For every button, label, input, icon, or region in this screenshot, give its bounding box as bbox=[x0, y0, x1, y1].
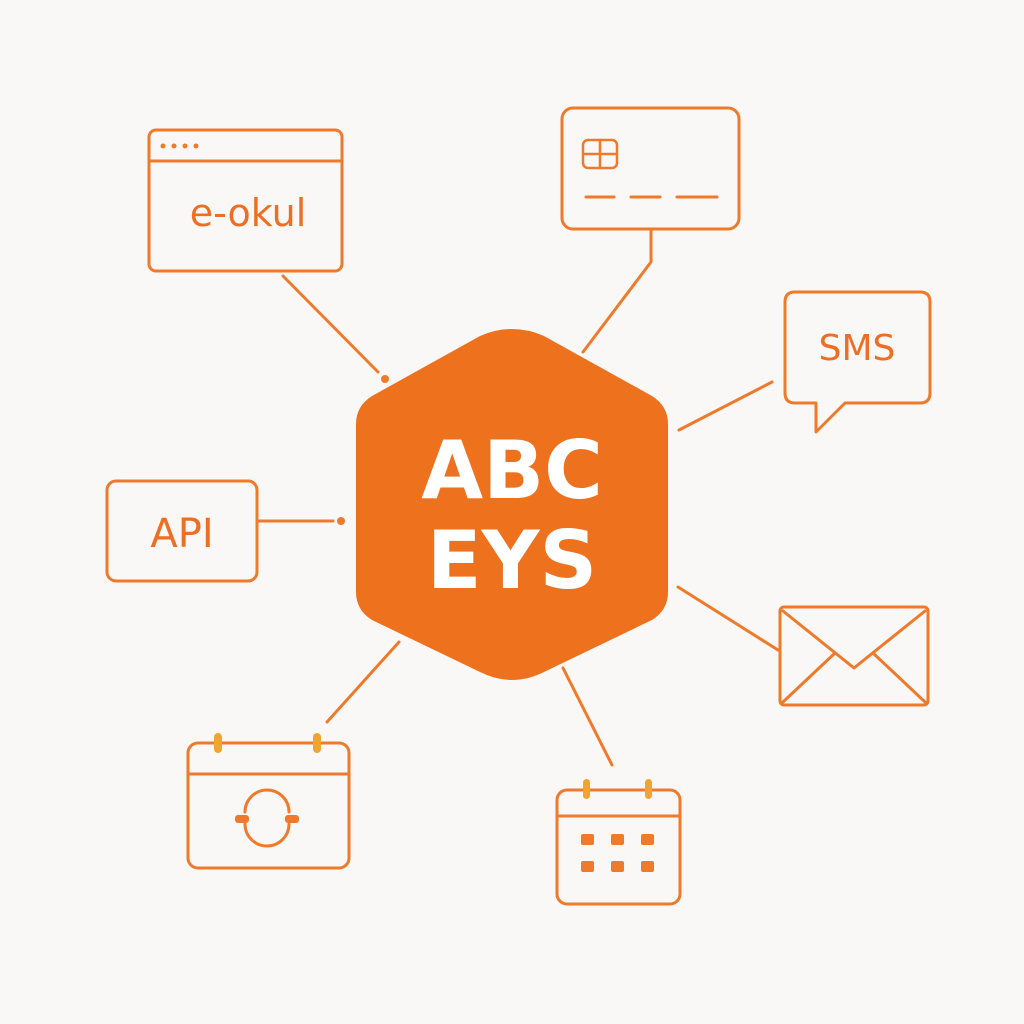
node-sms[interactable]: SMS bbox=[783, 290, 932, 434]
connector-card bbox=[581, 228, 653, 354]
connector-sms bbox=[677, 380, 774, 432]
browser-window-icon bbox=[147, 128, 344, 273]
hub-hexagon bbox=[356, 329, 668, 680]
node-email[interactable] bbox=[778, 605, 930, 707]
node-eokul[interactable]: e-okul bbox=[147, 128, 344, 273]
connector-email bbox=[676, 585, 780, 652]
node-calendar-sync[interactable] bbox=[186, 733, 351, 870]
envelope-icon bbox=[778, 605, 930, 707]
eokul-label: e-okul bbox=[190, 191, 307, 235]
node-api[interactable]: API bbox=[105, 479, 259, 583]
credit-card-icon bbox=[560, 106, 741, 231]
node-card[interactable] bbox=[560, 106, 741, 231]
connector-api-arrowhead bbox=[337, 517, 345, 525]
connector-calendar-sync bbox=[325, 640, 401, 724]
connector-calendar-grid bbox=[561, 666, 614, 767]
connector-eokul-arrowhead bbox=[381, 375, 389, 383]
connector-eokul bbox=[281, 274, 380, 374]
calendar-grid-icon bbox=[555, 779, 682, 906]
connectors bbox=[256, 228, 780, 767]
calendar-sync-icon bbox=[186, 733, 351, 870]
chat-bubble-icon bbox=[783, 290, 932, 434]
sms-label: SMS bbox=[819, 328, 896, 369]
api-label: API bbox=[150, 511, 213, 557]
hub-title-line1: ABC bbox=[421, 424, 603, 517]
hub: ABC EYS bbox=[356, 329, 668, 680]
node-calendar-grid[interactable] bbox=[555, 779, 682, 906]
hub-title-line2: EYS bbox=[427, 514, 597, 607]
api-box-icon bbox=[105, 479, 259, 583]
